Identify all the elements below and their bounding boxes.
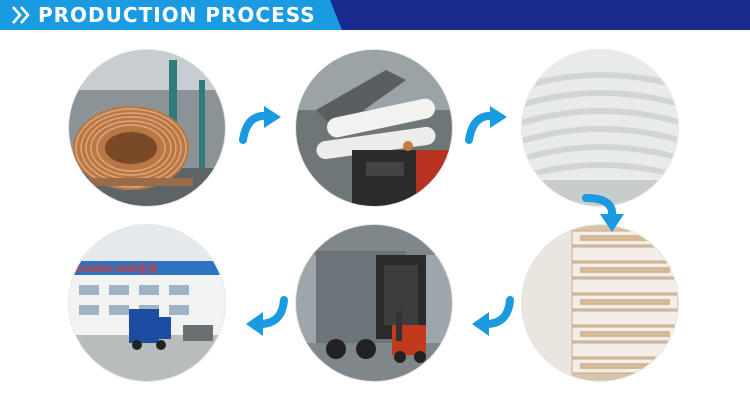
truck-loading-photo [296,225,452,381]
factory-building-photo: ISO9001:2008企业 [69,225,225,381]
insulated-coil-photo [522,50,678,206]
curved-arrow-down-icon [580,190,626,236]
curved-arrow-right-icon [237,104,283,150]
packed-cartons-photo [522,225,678,381]
factory-sign-text: ISO9001:2008企业 [73,262,158,275]
double-chevron-right-icon [12,6,30,24]
insulation-sleeving-photo [296,50,452,206]
header-bar: PRODUCTION PROCESS [0,0,750,30]
page-title: PRODUCTION PROCESS [38,3,316,27]
copper-coil-photo [69,50,225,206]
curved-arrow-left-icon [244,290,290,336]
curved-arrow-right-icon [463,104,509,150]
header-title-tab: PRODUCTION PROCESS [0,0,342,30]
curved-arrow-left-icon [470,290,516,336]
